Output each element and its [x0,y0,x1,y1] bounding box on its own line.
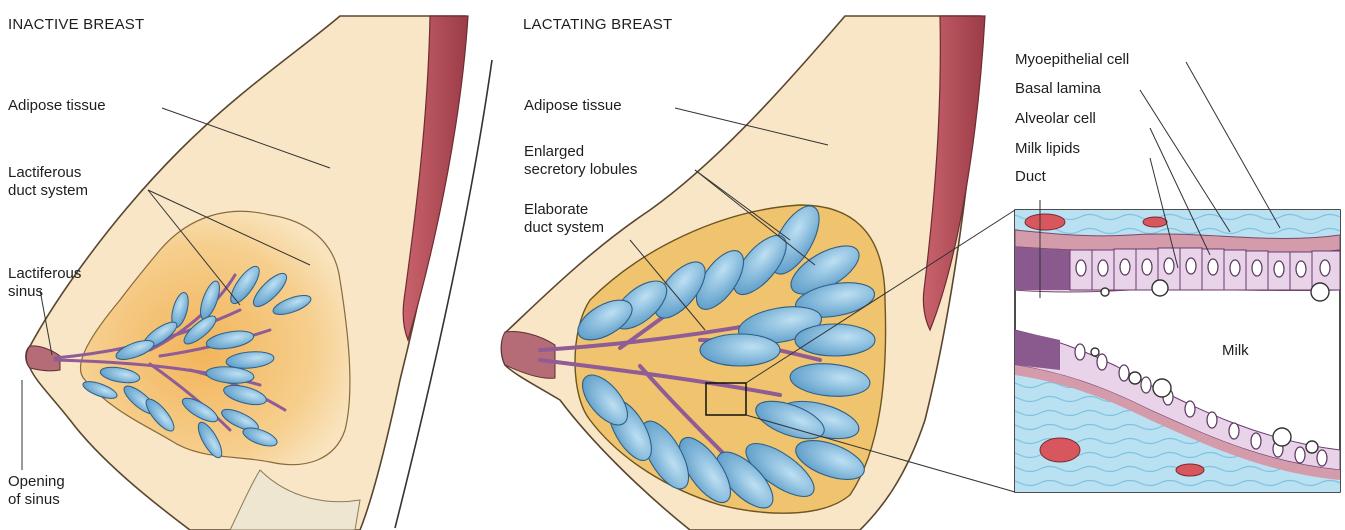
label-adipose-tissue-lactating: Adipose tissue [524,97,622,115]
label-milk: Milk [1222,342,1249,360]
lactating-breast [501,16,1015,530]
label-lactiferous-sinus: Lactiferous sinus [8,265,81,301]
lactating-breast-title: LACTATING BREAST [523,16,672,33]
label-adipose-tissue-inactive: Adipose tissue [8,97,106,115]
label-enlarged-secretory-lobules: Enlarged secretory lobules [524,143,637,179]
label-duct: Duct [1015,168,1046,186]
label-lactiferous-duct-system: Lactiferous duct system [8,164,88,200]
label-milk-lipids: Milk lipids [1015,140,1080,158]
inactive-breast-title: INACTIVE BREAST [8,16,144,33]
inactive-breast [22,16,468,530]
label-opening-of-sinus: Opening of sinus [8,473,65,509]
label-elaborate-duct-system: Elaborate duct system [524,201,604,237]
label-alveolar-cell: Alveolar cell [1015,110,1096,128]
label-basal-lamina: Basal lamina [1015,80,1101,98]
label-myoepithelial-cell: Myoepithelial cell [1015,51,1129,69]
